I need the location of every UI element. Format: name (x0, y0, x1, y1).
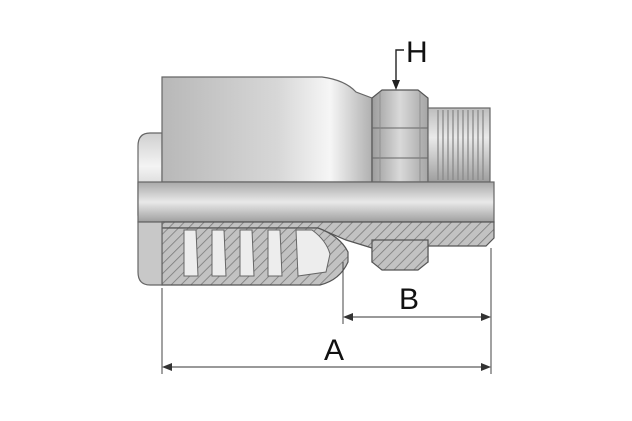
dim-b-arrow-right (481, 313, 491, 321)
label-b: B (399, 283, 419, 316)
label-a: A (324, 334, 344, 367)
hex-leader-arrow (392, 80, 400, 90)
hex-section (371, 239, 429, 271)
dim-a-arrow-right (481, 363, 491, 371)
dim-a-arrow-left (162, 363, 172, 371)
hose-collar-lower (137, 221, 163, 286)
thread-ridges (437, 110, 484, 180)
thread-body (427, 107, 491, 183)
label-h: H (406, 36, 428, 69)
bore-band (137, 181, 495, 223)
ferrule-shell (161, 76, 373, 183)
dim-b-arrow-left (343, 313, 353, 321)
hex-leader (395, 49, 404, 84)
tooth-grooves (183, 229, 331, 277)
